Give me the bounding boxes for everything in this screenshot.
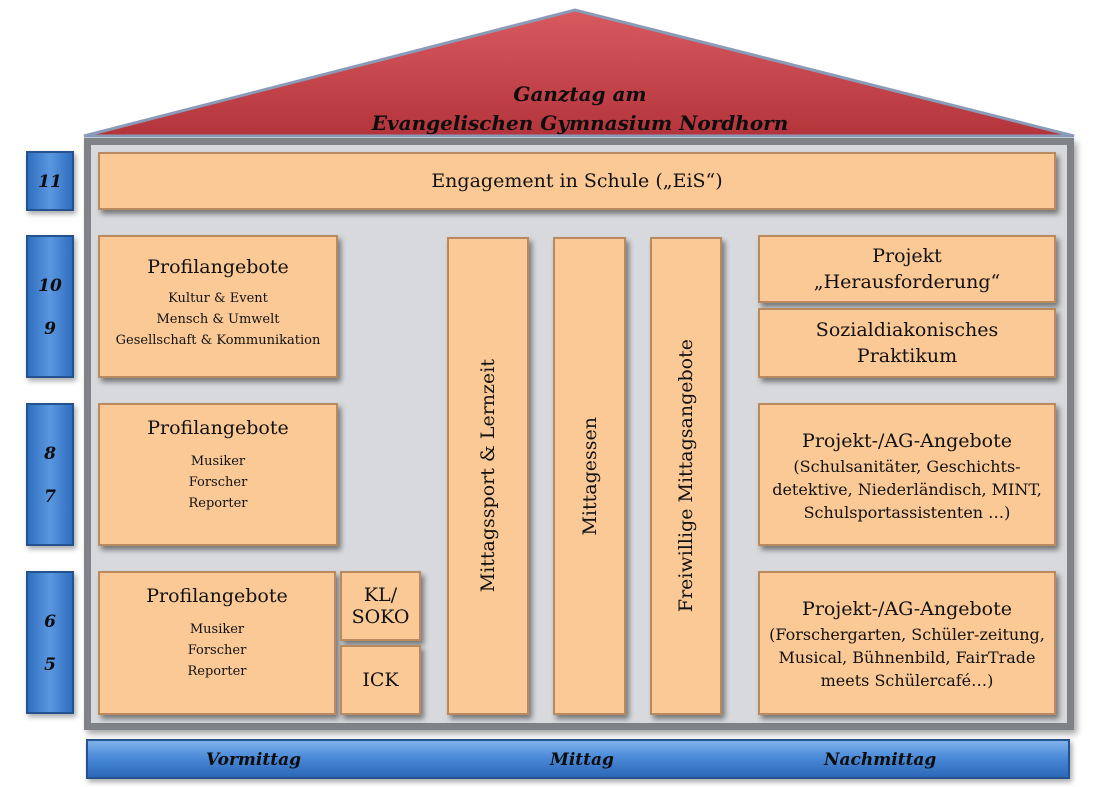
projekt-herausforderung-line2: „Herausforderung“ xyxy=(813,271,1001,293)
ag-7-8-line: Schulsportassistenten …) xyxy=(803,503,1011,522)
profil-5-6-item: Reporter xyxy=(187,664,247,679)
ag-5-6-line: meets Schülercafé…) xyxy=(820,671,994,690)
grade-7-8-block: 8 7 xyxy=(26,403,74,546)
freiwillige-column: Freiwillige Mittagsangebote xyxy=(650,237,722,715)
ick-box: ICK xyxy=(340,645,421,715)
mittagssport-label: Mittagssport & Lernzeit xyxy=(477,359,499,593)
profil-9-10-item: Gesellschaft & Kommunikation xyxy=(115,333,321,348)
roof-title-line1: Ganztag am xyxy=(513,82,647,106)
profil-7-8-item: Reporter xyxy=(188,496,248,511)
grade-11-label: 11 xyxy=(38,172,62,192)
roof-title-line2: Evangelischen Gymnasium Nordhorn xyxy=(371,111,789,135)
profil-9-10-item: Mensch & Umwelt xyxy=(156,312,280,327)
profil-5-6-item: Forscher xyxy=(187,643,247,658)
kl-soko-box: KL/ SOKO xyxy=(340,571,421,641)
grade-5-6-block: 6 5 xyxy=(26,571,74,714)
sozialdiakonisch-box: Sozialdiakonisches Praktikum xyxy=(758,308,1056,378)
ag-7-8-line: detektive, Niederländisch, MINT, xyxy=(772,480,1042,499)
profil-7-8-item: Forscher xyxy=(188,475,248,490)
time-vormittag: Vormittag xyxy=(206,750,301,770)
sozialdiakonisch-line1: Sozialdiakonisches xyxy=(815,319,999,341)
ag-5-6-line: Musical, Bühnenbild, FairTrade xyxy=(778,648,1036,667)
ag-5-6-line: (Forschergarten, Schüler-zeitung, xyxy=(769,625,1045,644)
profil-7-8-item: Musiker xyxy=(190,454,246,469)
time-nachmittag: Nachmittag xyxy=(824,750,937,770)
mittagessen-column: Mittagessen xyxy=(553,237,626,715)
mittagssport-column: Mittagssport & Lernzeit xyxy=(447,237,529,715)
profil-9-10-title: Profilangebote xyxy=(147,256,289,278)
projekt-herausforderung-box: Projekt „Herausforderung“ xyxy=(758,235,1056,303)
sozialdiakonisch-line2: Praktikum xyxy=(856,345,958,367)
profil-9-10-item: Kultur & Event xyxy=(168,291,268,306)
grade-8-label: 8 xyxy=(44,444,56,464)
mittagessen-label: Mittagessen xyxy=(578,416,601,536)
grade-6-label: 6 xyxy=(44,612,56,632)
grade-11-block: 11 xyxy=(26,151,74,211)
ag-5-6-box: Projekt-/AG-Angebote (Forschergarten, Sc… xyxy=(758,571,1056,715)
grade-10-label: 10 xyxy=(38,276,62,296)
ag-7-8-box: Projekt-/AG-Angebote (Schulsanitäter, Ge… xyxy=(758,403,1056,546)
time-mittag: Mittag xyxy=(550,750,614,770)
ag-7-8-title: Projekt-/AG-Angebote xyxy=(802,430,1012,452)
profil-5-6-title: Profilangebote xyxy=(146,585,288,607)
grade-5-label: 5 xyxy=(44,655,56,675)
roof xyxy=(83,8,1075,138)
profil-9-10-box: Profilangebote Kultur & Event Mensch & U… xyxy=(98,235,338,378)
profil-5-6-item: Musiker xyxy=(189,622,245,637)
projekt-herausforderung-line1: Projekt xyxy=(872,245,942,267)
ag-5-6-title: Projekt-/AG-Angebote xyxy=(802,598,1012,620)
profil-7-8-box: Profilangebote Musiker Forscher Reporter xyxy=(98,403,338,546)
freiwillige-label: Freiwillige Mittagsangebote xyxy=(675,339,697,613)
kl-soko-line2: SOKO xyxy=(351,606,410,628)
grade-9-label: 9 xyxy=(44,319,56,339)
profil-5-6-box: Profilangebote Musiker Forscher Reporter xyxy=(98,571,336,715)
engagement-box: Engagement in Schule („EiS“) xyxy=(98,152,1056,210)
engagement-label: Engagement in Schule („EiS“) xyxy=(431,170,723,192)
ick-label: ICK xyxy=(362,669,399,691)
time-bar: Vormittag Mittag Nachmittag xyxy=(86,739,1070,779)
grade-9-10-block: 10 9 xyxy=(26,235,74,378)
ag-7-8-line: (Schulsanitäter, Geschichts- xyxy=(793,457,1021,476)
grade-7-label: 7 xyxy=(44,487,56,507)
profil-7-8-title: Profilangebote xyxy=(147,417,289,439)
kl-soko-line1: KL/ xyxy=(363,584,398,606)
